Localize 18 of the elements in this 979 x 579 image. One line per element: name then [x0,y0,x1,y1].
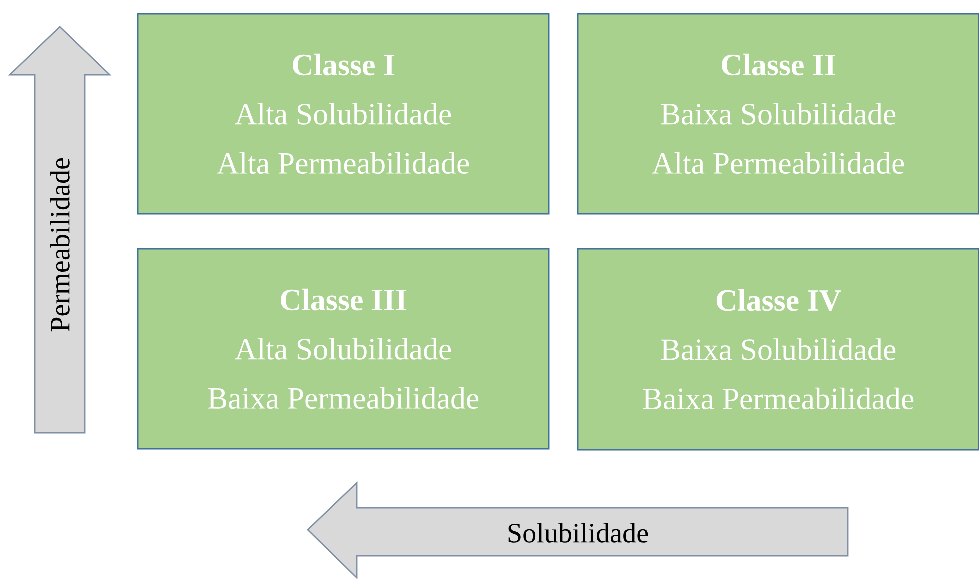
class-heading: Classe I [293,54,394,76]
axis-label: Permeabilidade [50,158,70,332]
class-description: Baixa Permeabilidade [208,387,479,410]
class-box [137,13,550,215]
class-description: Alta Permeabilidade [217,152,470,174]
class-description: Alta Solubilidade [235,338,452,360]
class-box [137,248,550,450]
axis-label: Solubilidade [508,523,648,543]
class-heading: Classe IV [716,289,842,312]
class-box [577,13,979,215]
class-heading: Classe III [281,288,406,311]
class-description: Baixa Solubilidade [661,103,896,125]
class-description: Baixa Permeabilidade [643,388,914,410]
class-box [577,248,979,451]
class-description: Alta Permeabilidade [652,152,904,174]
class-description: Alta Solubilidade [235,103,452,125]
class-heading: Classe II [722,54,836,76]
class-description: Baixa Solubilidade [661,338,896,360]
